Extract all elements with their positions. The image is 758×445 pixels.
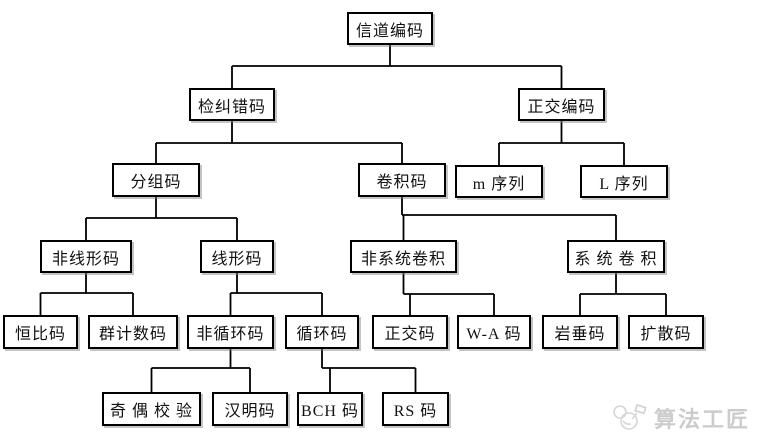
node-diffusion-code: 扩散码 xyxy=(628,315,704,349)
node-wa-code: W-A 码 xyxy=(457,315,531,349)
node-parity-check: 奇 偶 校 验 xyxy=(102,392,201,426)
watermark-text: 算法工匠 xyxy=(653,407,750,432)
node-linear-code: 线形码 xyxy=(200,240,274,273)
craftsman-logo-icon xyxy=(609,403,649,433)
node-iwadare-code: 岩垂码 xyxy=(542,315,618,349)
node-noncyclic-code: 非循环码 xyxy=(187,315,274,349)
node-orthogonal-coding: 正交编码 xyxy=(518,88,605,121)
node-bch-code: BCH 码 xyxy=(297,392,363,426)
node-l-sequence: L 序列 xyxy=(580,165,668,198)
node-m-sequence: m 序列 xyxy=(455,165,543,198)
node-orthogonal-code: 正交码 xyxy=(372,315,448,349)
node-error-detect-correct: 检纠错码 xyxy=(189,88,275,121)
node-cyclic-code: 循环码 xyxy=(285,315,359,349)
node-group-counting-code: 群计数码 xyxy=(88,315,178,349)
node-convolutional-code: 卷积码 xyxy=(358,163,446,197)
watermark: 算法工匠 xyxy=(609,402,750,434)
node-block-code: 分组码 xyxy=(112,163,200,197)
node-rs-code: RS 码 xyxy=(382,392,449,426)
node-nonlinear-code: 非线形码 xyxy=(40,240,132,273)
node-hamming-code: 汉明码 xyxy=(212,392,288,426)
node-systematic-conv: 系 统 卷 积 xyxy=(567,240,665,273)
node-channel-coding: 信道编码 xyxy=(347,12,433,45)
node-nonsystematic-conv: 非系统卷积 xyxy=(350,240,457,273)
node-constant-ratio-code: 恒比码 xyxy=(3,315,78,349)
